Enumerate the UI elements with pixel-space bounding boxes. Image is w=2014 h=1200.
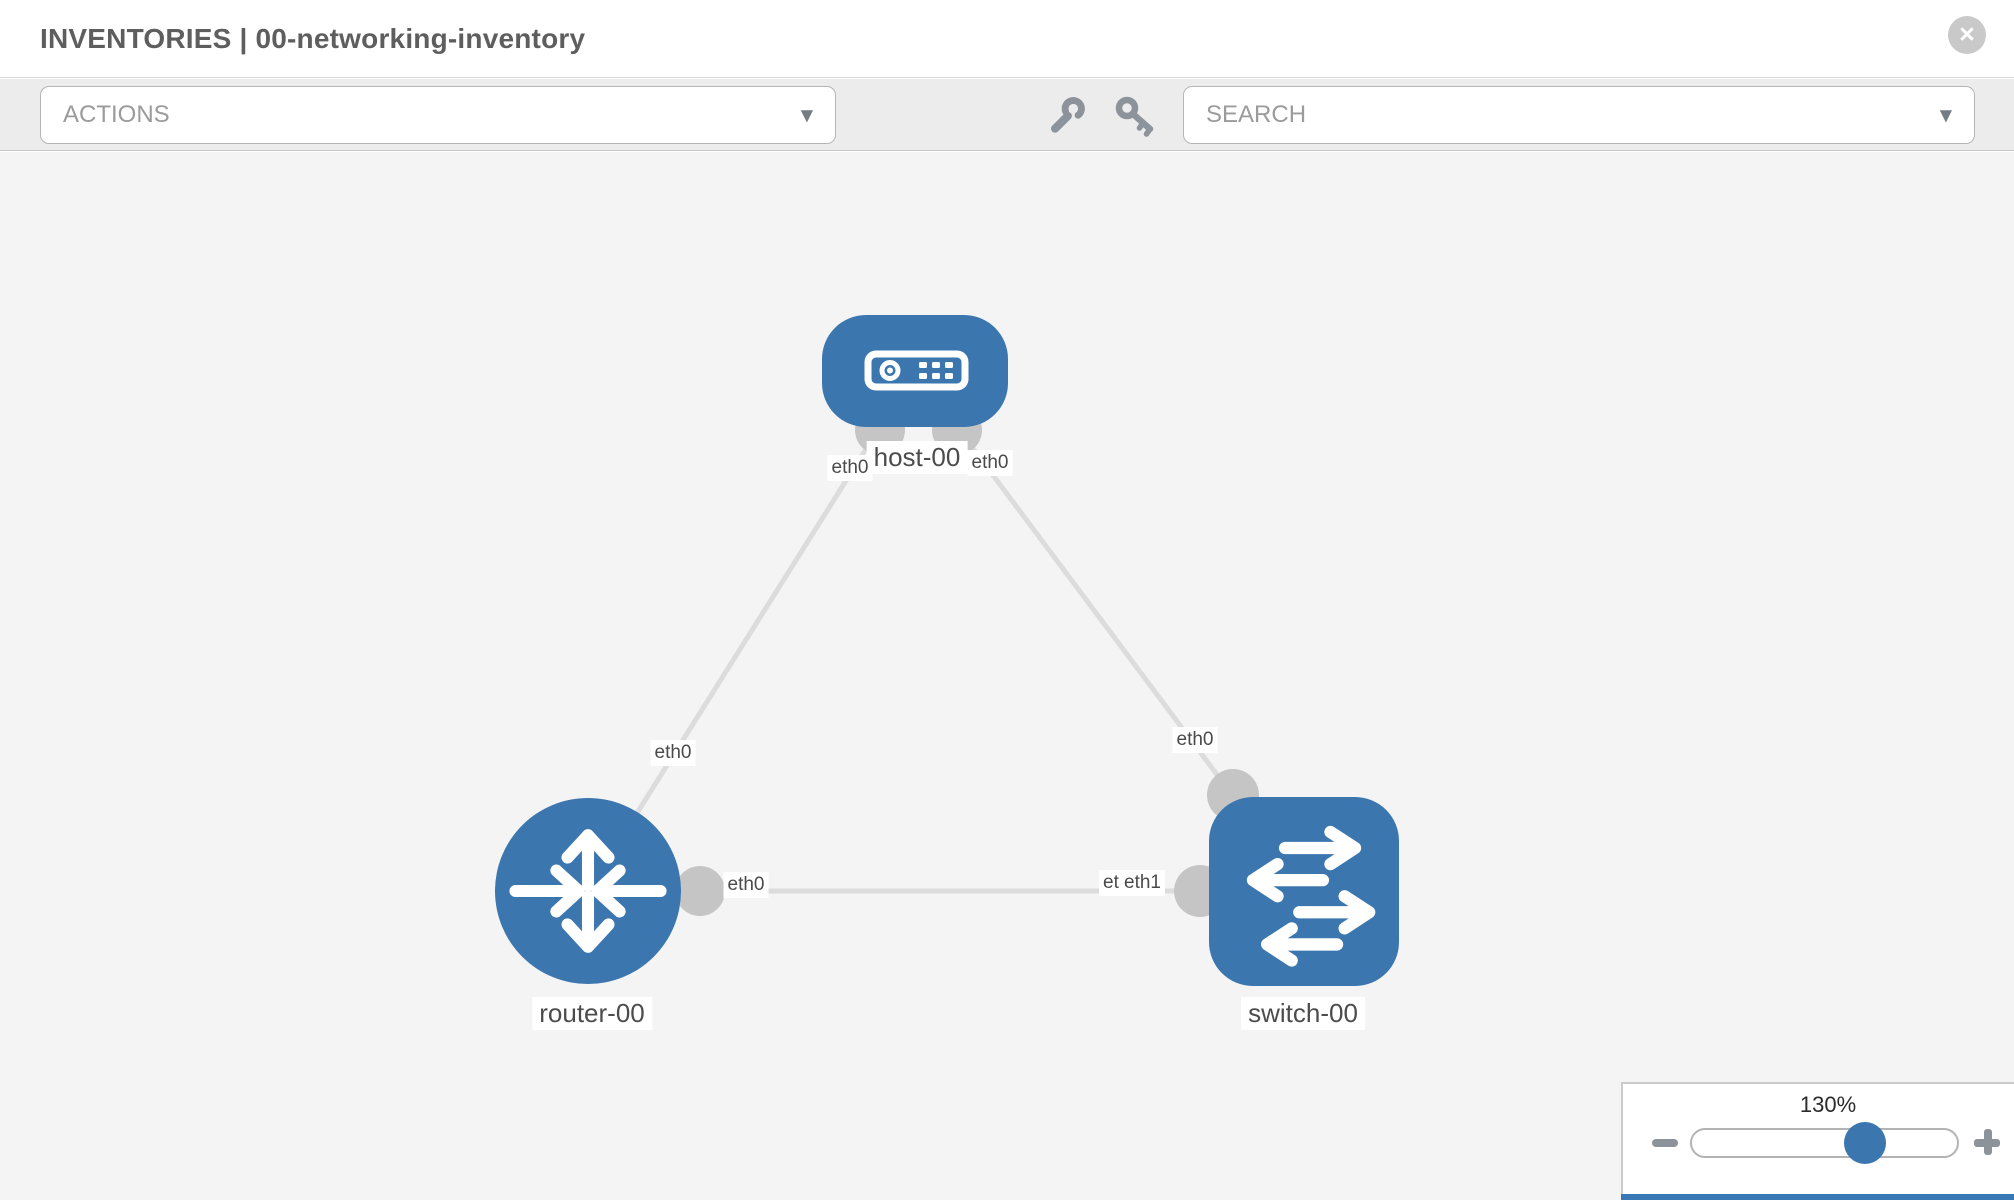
minus-icon [1652, 1139, 1678, 1147]
search-dropdown[interactable]: SEARCH ▼ [1183, 86, 1975, 144]
page-title: INVENTORIES | 00-networking-inventory [40, 22, 586, 54]
zoom-in-button[interactable] [1971, 1126, 2003, 1158]
port-label-host-eth0-left: eth0 [827, 455, 873, 481]
zoom-out-button[interactable] [1649, 1126, 1681, 1158]
host-icon [864, 350, 969, 391]
close-icon: × [1959, 18, 1975, 49]
actions-dropdown-value: ACTIONS [63, 101, 170, 128]
key-panel-edge[interactable] [1621, 1194, 2014, 1200]
zoom-slider-thumb[interactable] [1844, 1122, 1886, 1164]
key-icon [1115, 96, 1154, 137]
node-switch-00[interactable] [1209, 797, 1399, 986]
topology-canvas[interactable]: host-00 router-00 switch-00 eth0 eth0 et… [0, 152, 2014, 1200]
search-input-placeholder: SEARCH [1206, 101, 1307, 128]
port-label-switch-eth0-top: eth0 [1172, 727, 1218, 753]
connector-router-eth0[interactable] [675, 866, 725, 916]
port-label-host-eth0-right: eth0 [967, 450, 1013, 476]
toolbar: ACTIONS ▼ SEARCH ▼ [0, 79, 2014, 151]
wrench-icon [1051, 96, 1085, 133]
credentials-key-button[interactable] [1112, 94, 1156, 138]
node-label-switch: switch-00 [1241, 997, 1365, 1030]
chevron-down-icon: ▼ [1939, 105, 1952, 125]
interface-connectors [675, 405, 1259, 917]
zoom-level: 130% [1799, 1092, 1857, 1117]
router-icon [509, 829, 667, 953]
close-button[interactable]: × [1948, 16, 1986, 54]
header: INVENTORIES | 00-networking-inventory × [0, 0, 2014, 78]
tools-wrench-button[interactable] [1044, 94, 1088, 138]
zoom-panel: 130% [1621, 1082, 2014, 1200]
port-label-router-eth0-up: eth0 [650, 740, 696, 766]
port-label-switch-eth1-left: eth1 [1120, 870, 1165, 896]
node-label-router: router-00 [532, 997, 652, 1030]
port-label-router-eth0-right: eth0 [723, 872, 769, 898]
actions-dropdown[interactable]: ACTIONS ▼ [40, 86, 836, 144]
chevron-down-icon: ▼ [800, 105, 813, 125]
zoom-slider-track[interactable] [1690, 1128, 1959, 1158]
topology-links-layer [585, 369, 1307, 917]
node-router-00[interactable] [495, 798, 681, 984]
plus-icon [1974, 1129, 2000, 1155]
node-host-00[interactable] [822, 315, 1008, 427]
node-label-host: host-00 [866, 441, 968, 474]
switch-icon [1246, 825, 1376, 967]
